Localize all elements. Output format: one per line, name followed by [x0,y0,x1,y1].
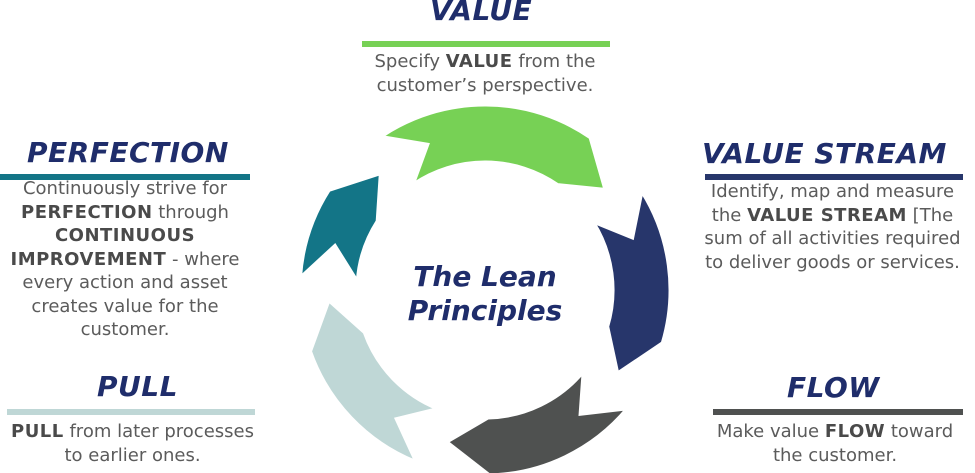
value-underline [362,41,610,47]
pull-title: PULL [97,370,178,403]
flow-keyword: FLOW [824,421,886,442]
flow-segment [444,367,631,473]
continuous-keyword: CONTINUOUS [54,225,196,246]
value-stream-keyword: VALUE STREAM [747,204,907,226]
improvement-keyword: IMPROVEMENT [10,248,167,270]
value-stream-title: VALUE STREAM [702,137,947,170]
value-stream-segment [589,188,672,376]
value-keyword: VALUE [445,51,513,72]
value-stream-description: Identify, map and measure the VALUE STRE… [704,181,961,273]
flow-description: Make value FLOW toward the customer. [716,421,954,466]
perfection-title: PERFECTION [27,136,229,169]
perfection-description: Continuously strive for PERFECTION throu… [10,178,240,340]
pull-segment [308,298,442,465]
value-stream-underline [705,174,963,180]
center-title-line-2: Principles [407,294,563,327]
pull-keyword: PULL [11,421,64,442]
perfection-underline [0,174,250,180]
perfection-segment [298,171,382,286]
center-title-line-1: The Lean [413,260,557,293]
flow-title: FLOW [787,371,880,404]
perfection-keyword: PERFECTION [21,201,153,223]
value-title: VALUE [430,0,533,27]
pull-description: PULL from later processes to earlier one… [11,421,254,466]
flow-underline [713,409,963,415]
center-title: The Lean Principles [385,260,585,328]
value-segment [377,103,607,192]
value-description: Specify VALUE from the customer’s perspe… [374,51,596,96]
pull-underline [7,409,255,415]
